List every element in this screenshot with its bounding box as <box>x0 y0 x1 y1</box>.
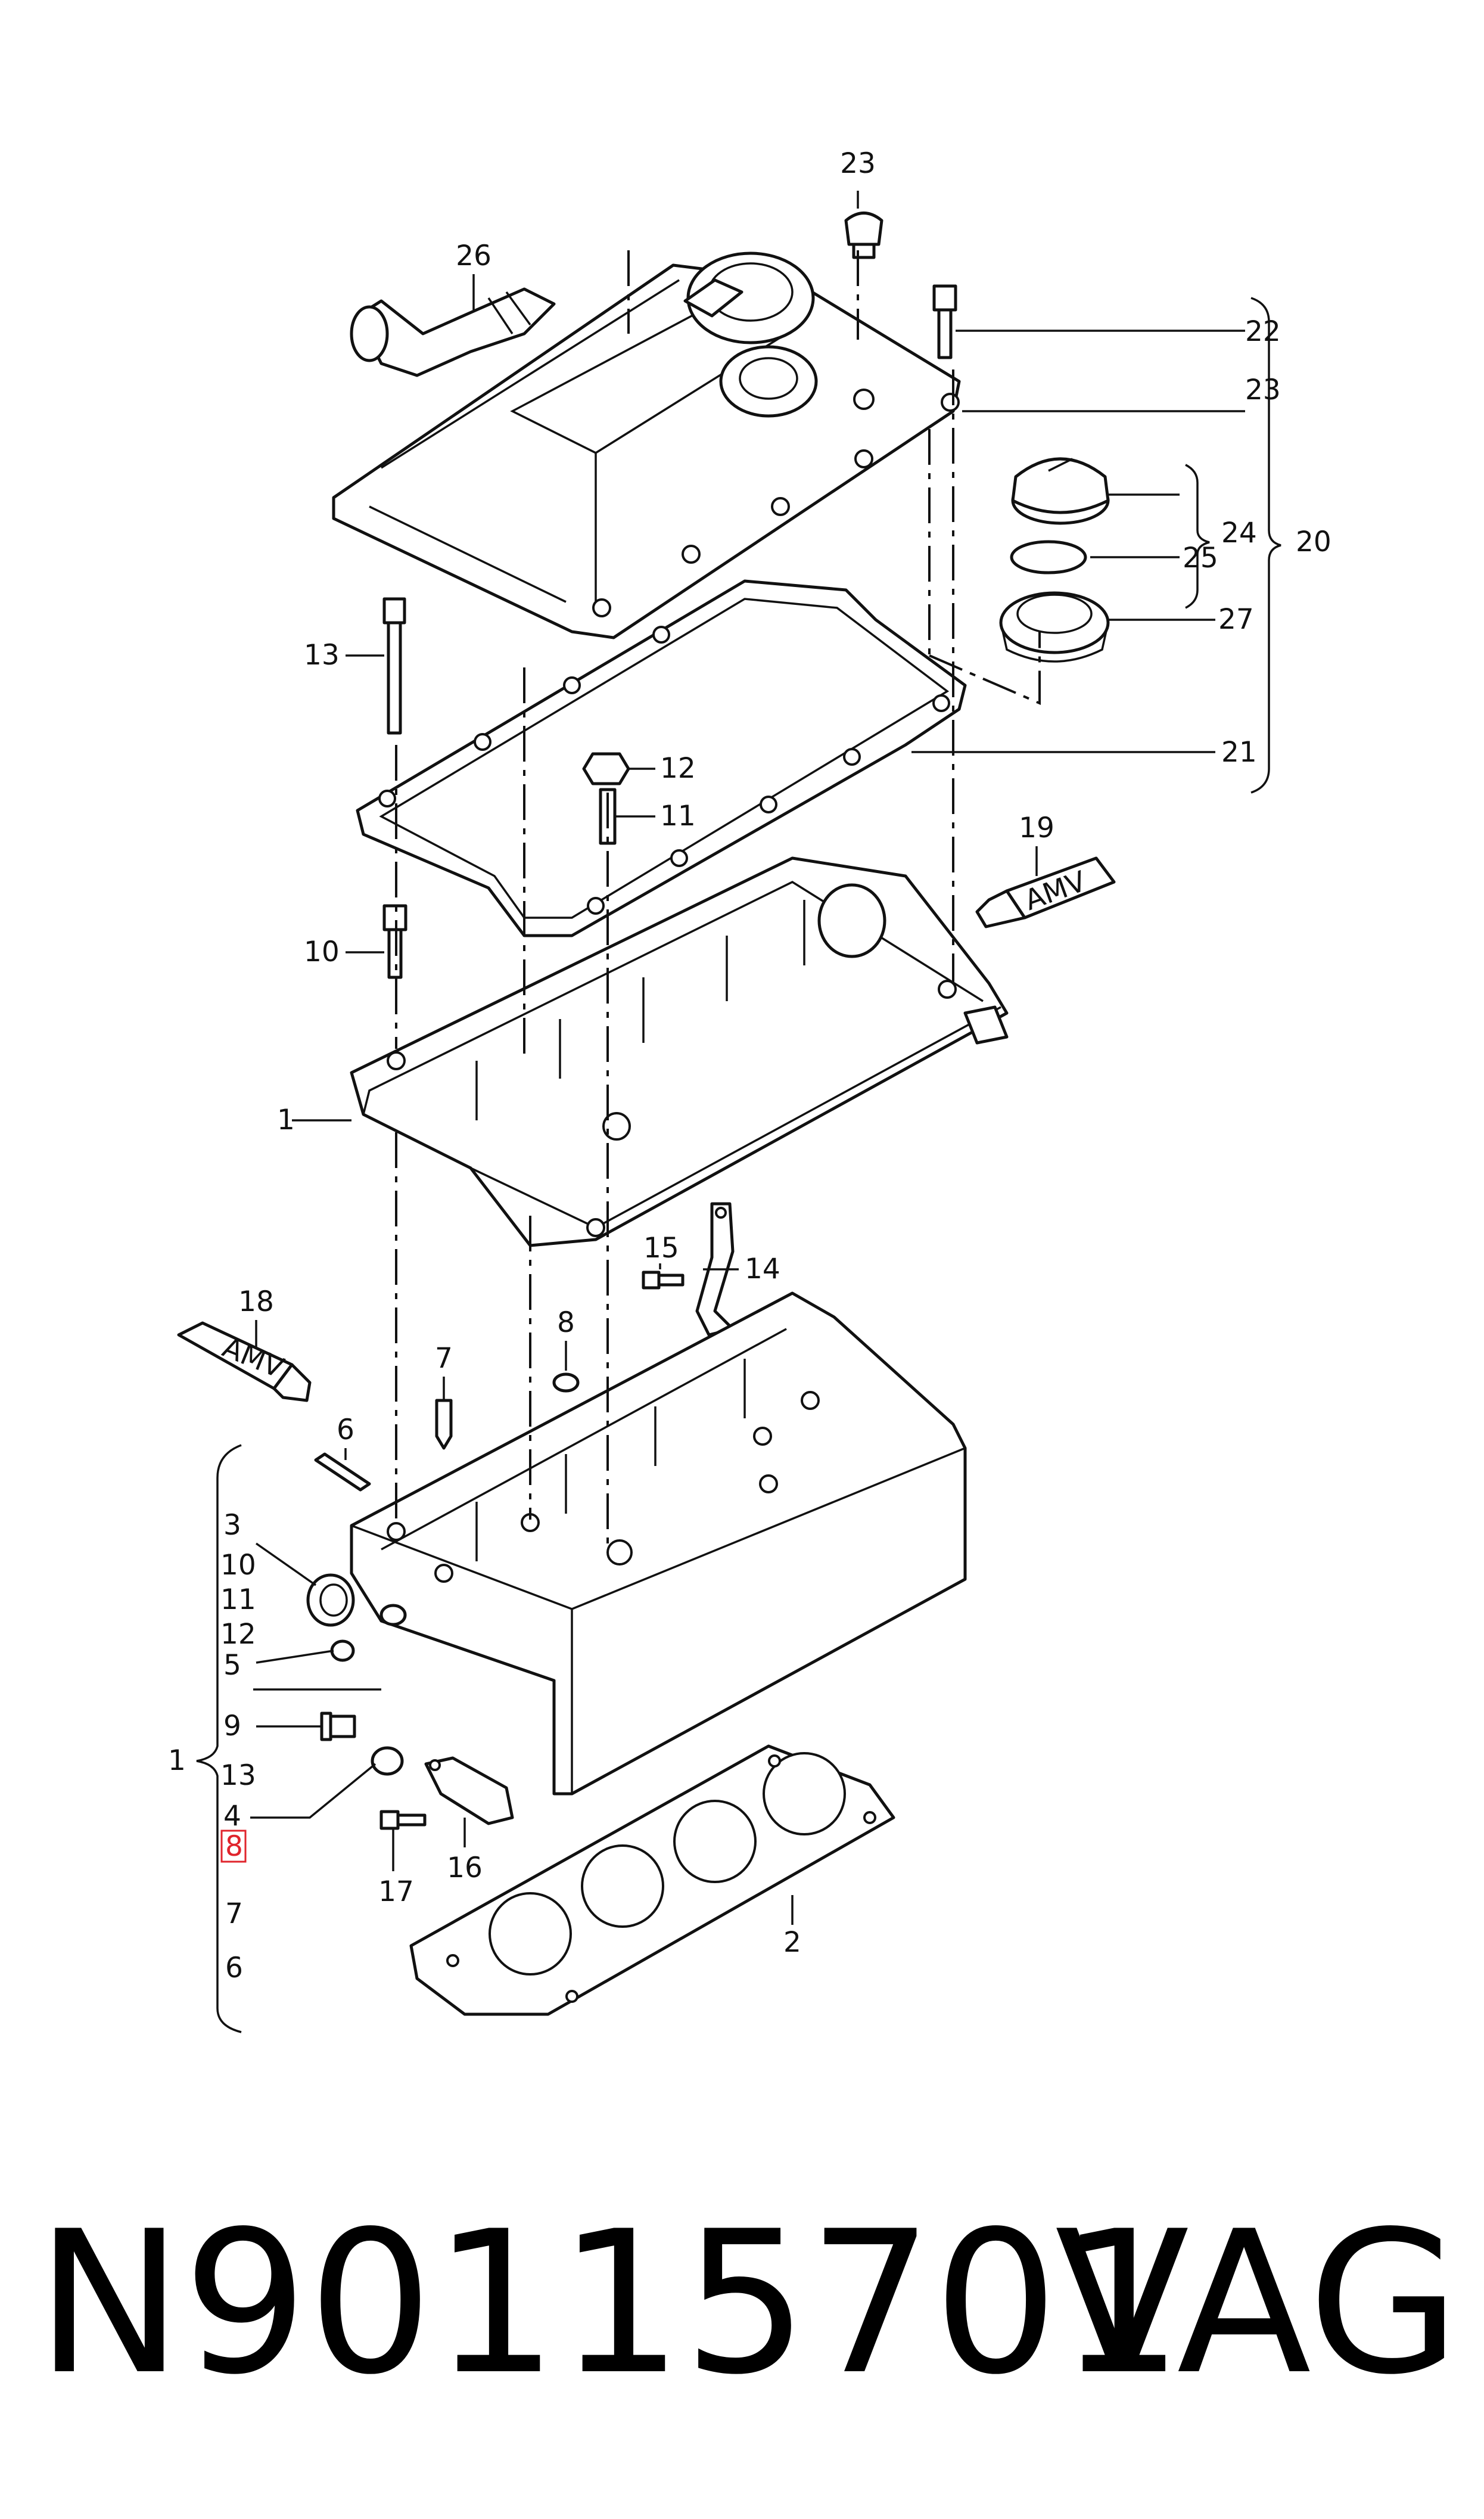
bolt-13 <box>382 597 406 735</box>
pin-7 <box>435 1399 453 1450</box>
ring-5 <box>330 1639 355 1662</box>
stud-6 <box>314 1452 371 1492</box>
callout-2: 2 <box>783 1926 801 1959</box>
seal-3 <box>306 1573 355 1627</box>
callout-12: 12 <box>660 752 696 785</box>
leader-lines <box>250 191 1245 1925</box>
callout-14: 14 <box>745 1253 780 1285</box>
cap-23-top <box>844 212 883 259</box>
part-number: N90115701 <box>36 2189 1184 2418</box>
highlight-box <box>220 1830 247 1863</box>
callout-labels: 23 26 22 23 24 20 25 27 21 13 12 11 19 1… <box>238 147 1331 1959</box>
legend-item: 5 <box>223 1649 241 1682</box>
legend-item: 4 <box>223 1800 241 1832</box>
nut-12 <box>582 752 630 785</box>
callout-1-top: 1 <box>277 1104 295 1136</box>
alignment-lines <box>395 250 1041 1549</box>
callout-19: 19 <box>1019 812 1054 844</box>
legend-item: 11 <box>220 1583 256 1616</box>
callout-21: 21 <box>1221 736 1257 769</box>
legend-item: 9 <box>223 1710 241 1743</box>
bolt-15 <box>642 1271 685 1290</box>
callout-11: 11 <box>660 800 696 833</box>
callout-13: 13 <box>304 639 340 672</box>
bolt-22 <box>932 284 957 359</box>
callout-18: 18 <box>238 1285 274 1318</box>
callout-25: 25 <box>1183 542 1218 574</box>
bracket-16 <box>424 1756 514 1825</box>
callout-26: 26 <box>456 240 491 272</box>
braces <box>196 297 1281 2033</box>
washer-8 <box>552 1372 580 1393</box>
callout-22: 22 <box>1245 315 1281 348</box>
callout-27: 27 <box>1218 603 1254 636</box>
breather-hose <box>350 278 743 377</box>
valve-cover <box>332 251 961 639</box>
bolt-17 <box>379 1810 427 1830</box>
brand-name: VAG <box>1054 2189 1460 2418</box>
sealant-tube-18: AMV <box>177 1321 312 1402</box>
cylinder-head <box>350 1291 967 1796</box>
legend-item: 10 <box>220 1549 256 1582</box>
callout-10: 10 <box>304 936 340 968</box>
legend-item: 6 <box>225 1952 243 1984</box>
legend-group: 1 3 10 11 12 5 9 13 4 8 7 6 <box>168 1509 256 1984</box>
callout-16: 16 <box>447 1852 483 1884</box>
legend-item: 12 <box>220 1618 256 1651</box>
callout-24: 24 <box>1221 517 1257 549</box>
camshaft-carrier <box>350 856 1009 1247</box>
ring-4 <box>371 1746 404 1776</box>
callout-15: 15 <box>643 1232 679 1265</box>
legend-item: 3 <box>223 1509 241 1542</box>
callout-7: 7 <box>435 1342 453 1375</box>
callout-23-side: 23 <box>1245 374 1281 406</box>
legend-item: 13 <box>220 1759 256 1792</box>
callout-17: 17 <box>378 1875 414 1908</box>
filler-neck-27 <box>999 591 1110 663</box>
o-ring-25 <box>1010 540 1087 574</box>
plug-9 <box>320 1712 356 1741</box>
head-gasket <box>409 1744 895 2016</box>
oil-filler-cap <box>1011 457 1110 525</box>
sealant-tube-19: AMV <box>975 856 1116 928</box>
legend-group-label: 1 <box>168 1744 186 1777</box>
legend-item-highlighted: 8 <box>225 1830 243 1863</box>
callout-6: 6 <box>337 1414 354 1446</box>
gasket-holes <box>378 626 950 915</box>
callout-8: 8 <box>557 1306 575 1339</box>
callout-23-top: 23 <box>840 147 876 180</box>
valve-cover-gasket <box>356 579 967 937</box>
callout-20: 20 <box>1296 526 1331 558</box>
legend-item: 7 <box>225 1897 243 1930</box>
